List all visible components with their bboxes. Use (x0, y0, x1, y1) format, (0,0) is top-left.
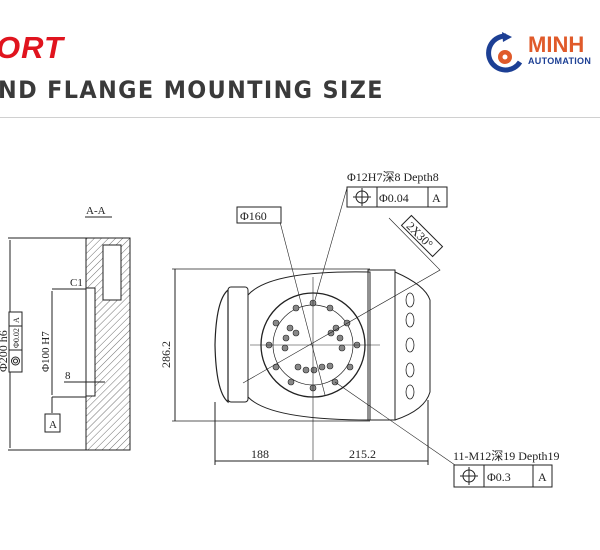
minh-automation-logo: MINH AUTOMATION (486, 32, 600, 74)
logo-subtitle: AUTOMATION (528, 56, 592, 66)
left-width-dimension: 188 (251, 447, 269, 461)
pcd-label: Φ160 (240, 209, 267, 223)
pin-tolerance-datum: A (432, 191, 441, 205)
section-tolerance-value: Φ0.02 (12, 328, 21, 348)
front-view: 286.2 188 215.2 Φ160 Φ12H7深8 Depth8 Φ0.0… (159, 170, 560, 488)
datum-label: A (49, 419, 57, 431)
outer-diameter-label: Φ200 h6 (0, 330, 10, 372)
inner-diameter-label: Φ100 H7 (40, 331, 52, 372)
divider (0, 117, 600, 118)
chamfer-label: C1 (70, 277, 83, 289)
pin-tolerance-value: Φ0.04 (379, 191, 409, 205)
depth-label: 8 (65, 370, 71, 382)
thread-tolerance-value: Φ0.3 (487, 470, 511, 484)
logo-name: MINH (528, 32, 585, 57)
position-icon (353, 188, 371, 206)
height-dimension: 286.2 (159, 341, 173, 368)
concentricity-icon (11, 356, 20, 366)
section-tolerance-datum: A (12, 317, 21, 323)
thread-label: 11-M12深19 Depth19 (453, 449, 560, 463)
page-title: ND FLANGE MOUNTING SIZE (0, 76, 384, 104)
pin-hole-label: Φ12H7深8 Depth8 (347, 170, 439, 184)
position-icon (460, 467, 478, 485)
gear-arrow-icon (486, 32, 523, 73)
right-width-dimension: 215.2 (349, 447, 376, 461)
section-view: A-A C1 8 Φ100 H7 Φ200 h6 Φ0.02 A A (0, 205, 131, 451)
brand-logo-text: ORT (0, 30, 64, 65)
section-label: A-A (86, 205, 106, 217)
thread-tolerance-datum: A (538, 470, 547, 484)
